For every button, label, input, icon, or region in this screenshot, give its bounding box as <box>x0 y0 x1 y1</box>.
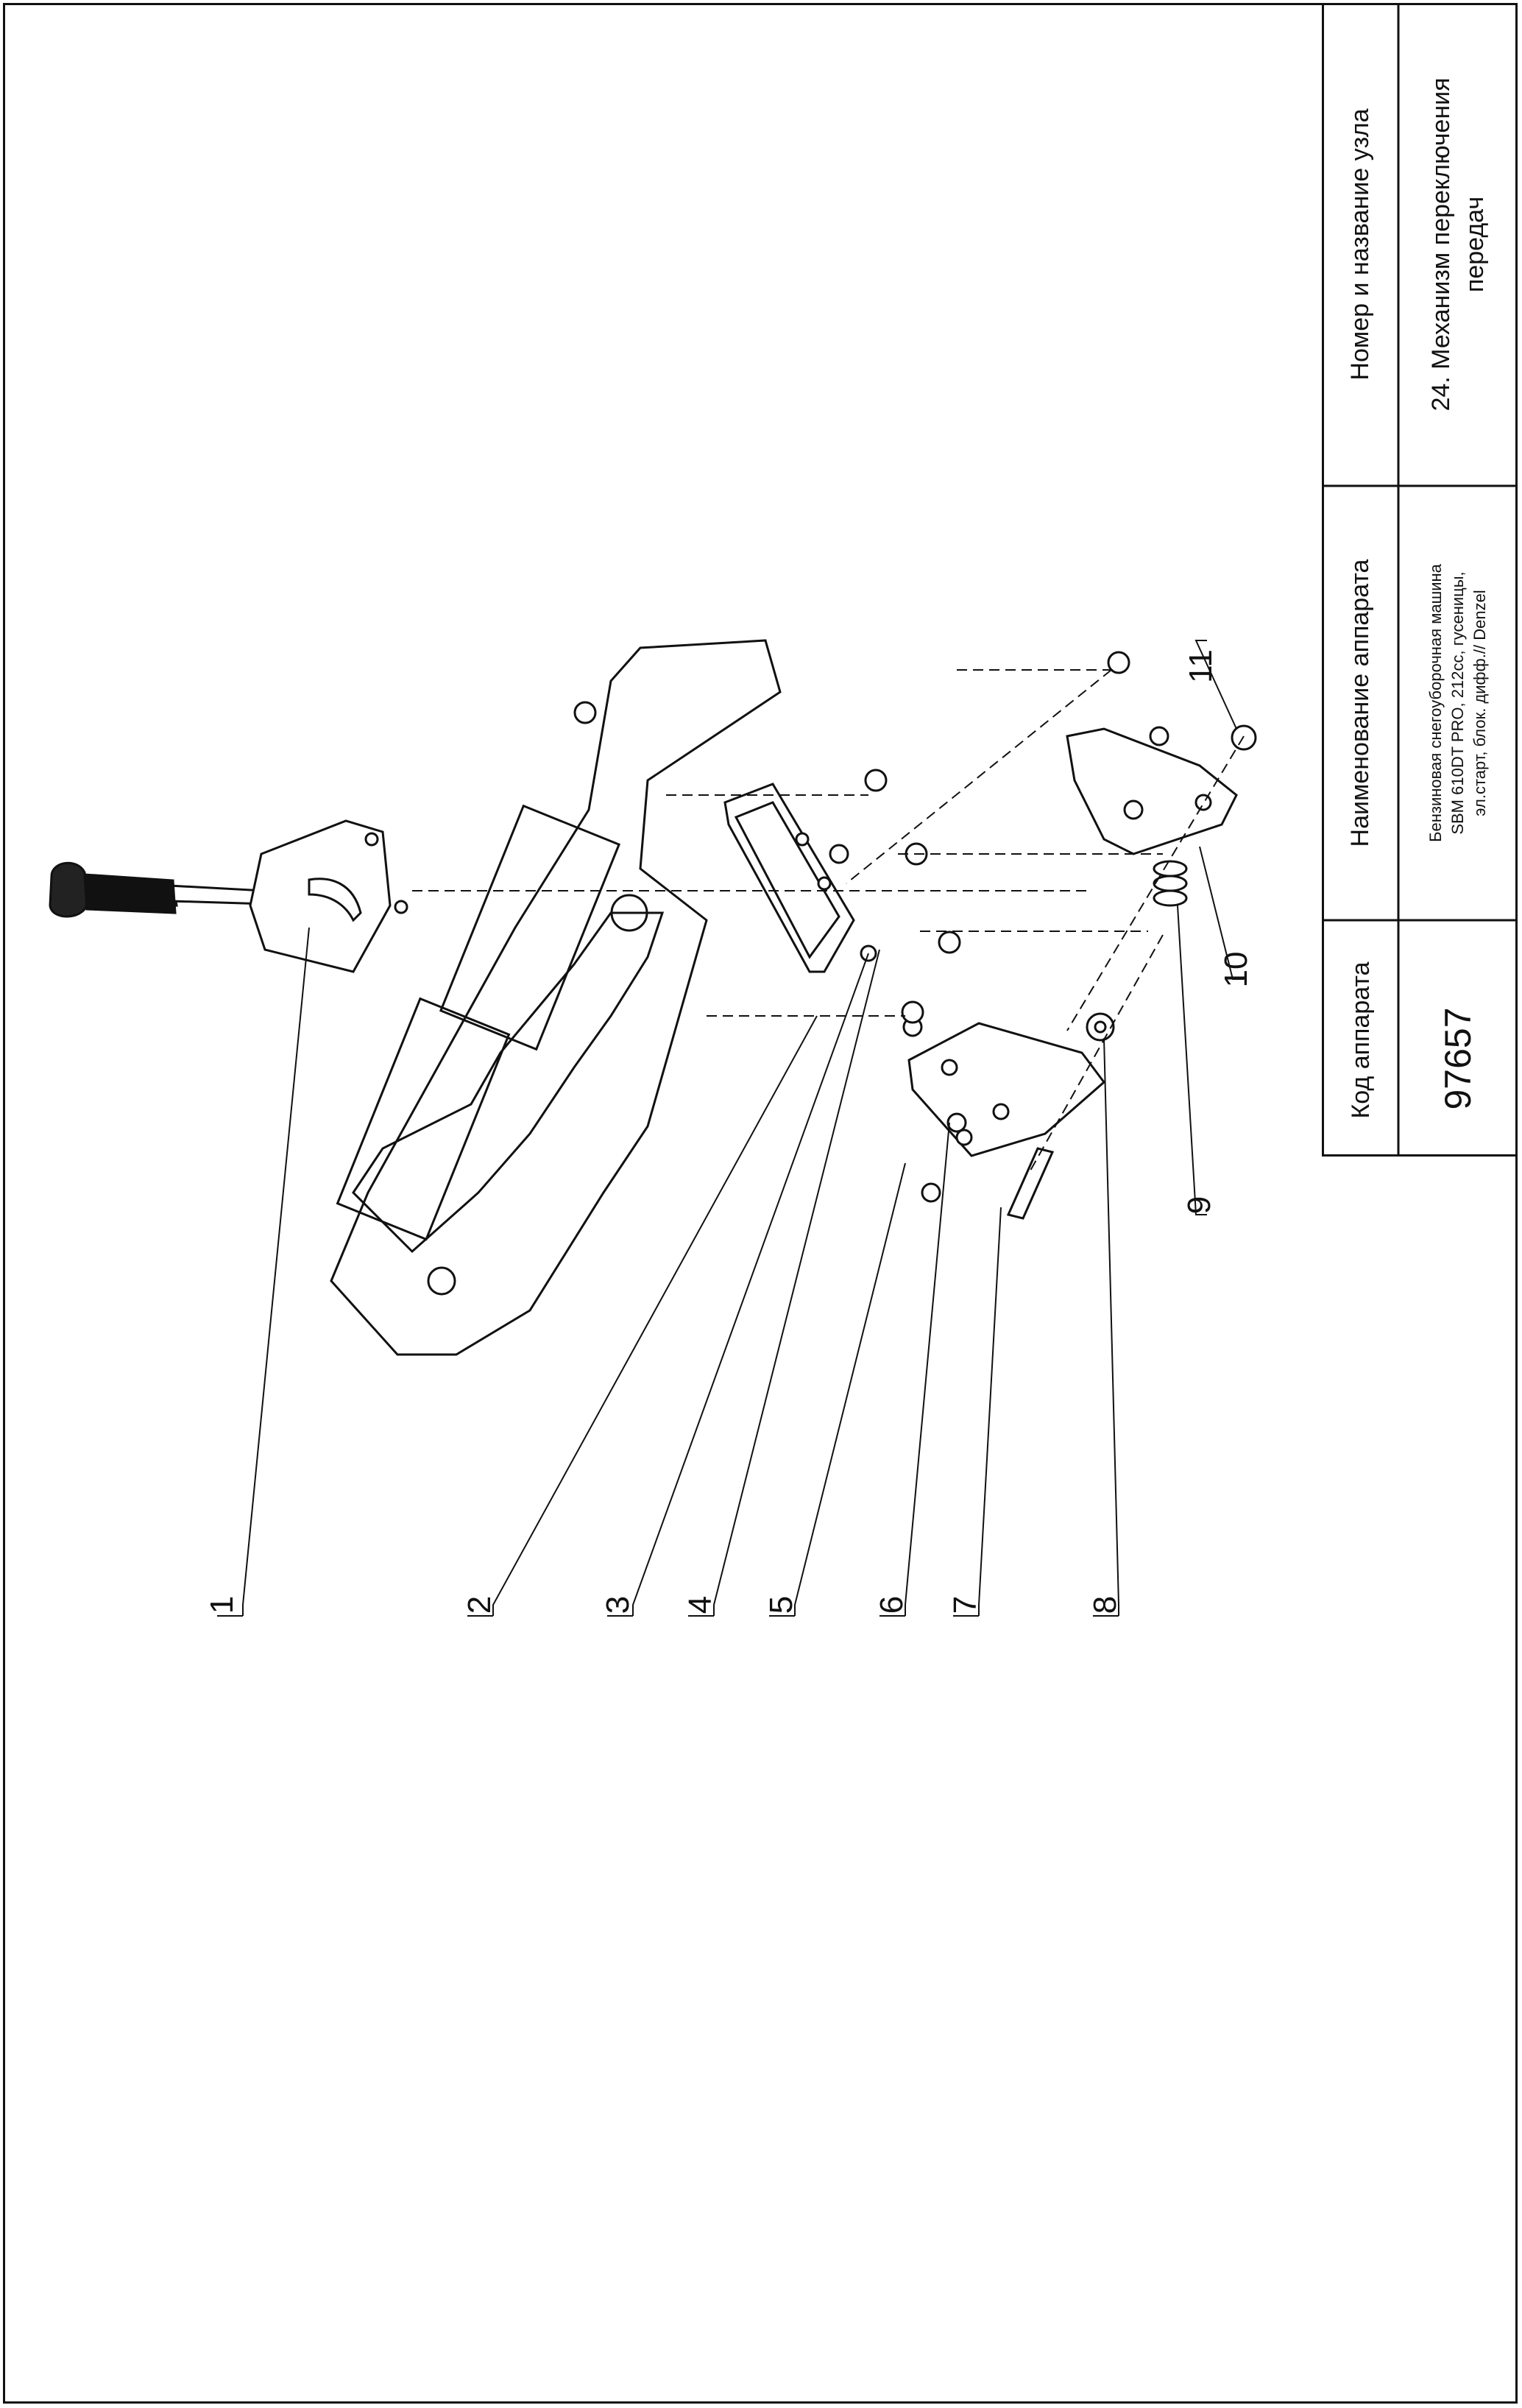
callout-5: 5 <box>763 1595 799 1614</box>
sheet-border <box>3 3 1518 2404</box>
spring-part-9 <box>1153 860 1188 907</box>
control-panel-part-2 <box>330 639 782 1356</box>
callout-6: 6 <box>874 1595 910 1614</box>
device-header: Наименование аппарата <box>1345 559 1374 847</box>
gear-lever-part-1 <box>49 819 408 973</box>
title-block-grid <box>1322 3 1518 1154</box>
callout-10: 10 <box>1218 951 1254 988</box>
lower-bracket-part-6 <box>907 1022 1106 1157</box>
right-bracket-part-10 <box>1066 727 1238 855</box>
callout-7: 7 <box>947 1595 983 1614</box>
device-value: Бензиновая снегоуборочная машина SBM 610… <box>1426 564 1489 842</box>
callout-4: 4 <box>682 1595 718 1614</box>
assembly-value: 24. Механизм переключения передач <box>1427 77 1489 412</box>
leader-lines <box>217 640 1244 1617</box>
title-block <box>1322 3 1518 1157</box>
callout-3: 3 <box>600 1595 636 1614</box>
callout-11: 11 <box>1183 649 1219 683</box>
assembly-header: Номер и название узла <box>1345 108 1374 381</box>
callout-2: 2 <box>461 1595 498 1614</box>
code-header: Код аппарата <box>1346 961 1375 1119</box>
callout-1: 1 <box>204 1595 240 1614</box>
assembly-lines <box>412 669 1245 1171</box>
code-value: 97657 <box>1437 1007 1479 1110</box>
callout-8: 8 <box>1087 1595 1123 1614</box>
callout-9: 9 <box>1181 1196 1217 1215</box>
shift-gate-bracket <box>723 783 855 973</box>
